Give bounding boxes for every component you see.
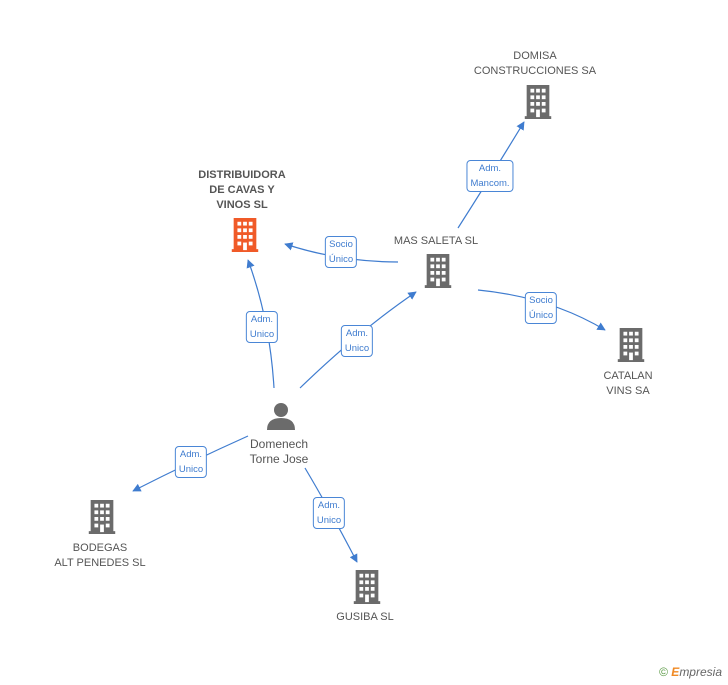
node-label-bodegas[interactable]: BODEGAS ALT PENEDES SL [54,542,146,569]
copyright-notice: © Empresia [659,665,722,679]
node-label-mas-saleta[interactable]: MAS SALETA SL [393,235,479,247]
node-label-domenech[interactable]: Domenech Torne Jose [249,437,309,466]
edge-label-adm-mancom: Adm. Mancom. [466,160,514,192]
copyright-symbol: © [659,665,668,679]
edge-label-socio-unico: Socio Único [324,236,358,268]
building-icon[interactable] [424,254,452,288]
building-icon[interactable] [524,85,552,119]
edge-label-adm-unico: Adm. Unico [340,325,374,357]
edge-label-adm-unico: Adm. Unico [245,311,279,343]
node-label-catalan[interactable]: CATALAN VINS SA [603,370,653,397]
edge-label-adm-unico: Adm. Unico [174,446,208,478]
building-icon[interactable] [231,218,259,252]
building-icon[interactable] [353,570,381,604]
edge-label-adm-unico: Adm. Unico [312,497,346,529]
person-icon[interactable] [267,403,295,430]
node-label-distribuidora[interactable]: DISTRIBUIDORA DE CAVAS Y VINOS SL [198,169,286,211]
brand-logo: Empresia [671,665,722,679]
node-label-domisa[interactable]: DOMISA CONSTRUCCIONES SA [473,50,597,77]
edge-label-socio-unico: Socio Único [524,292,558,324]
building-icon[interactable] [88,500,116,534]
building-icon[interactable] [617,328,645,362]
node-label-gusiba[interactable]: GUSIBA SL [336,611,394,623]
